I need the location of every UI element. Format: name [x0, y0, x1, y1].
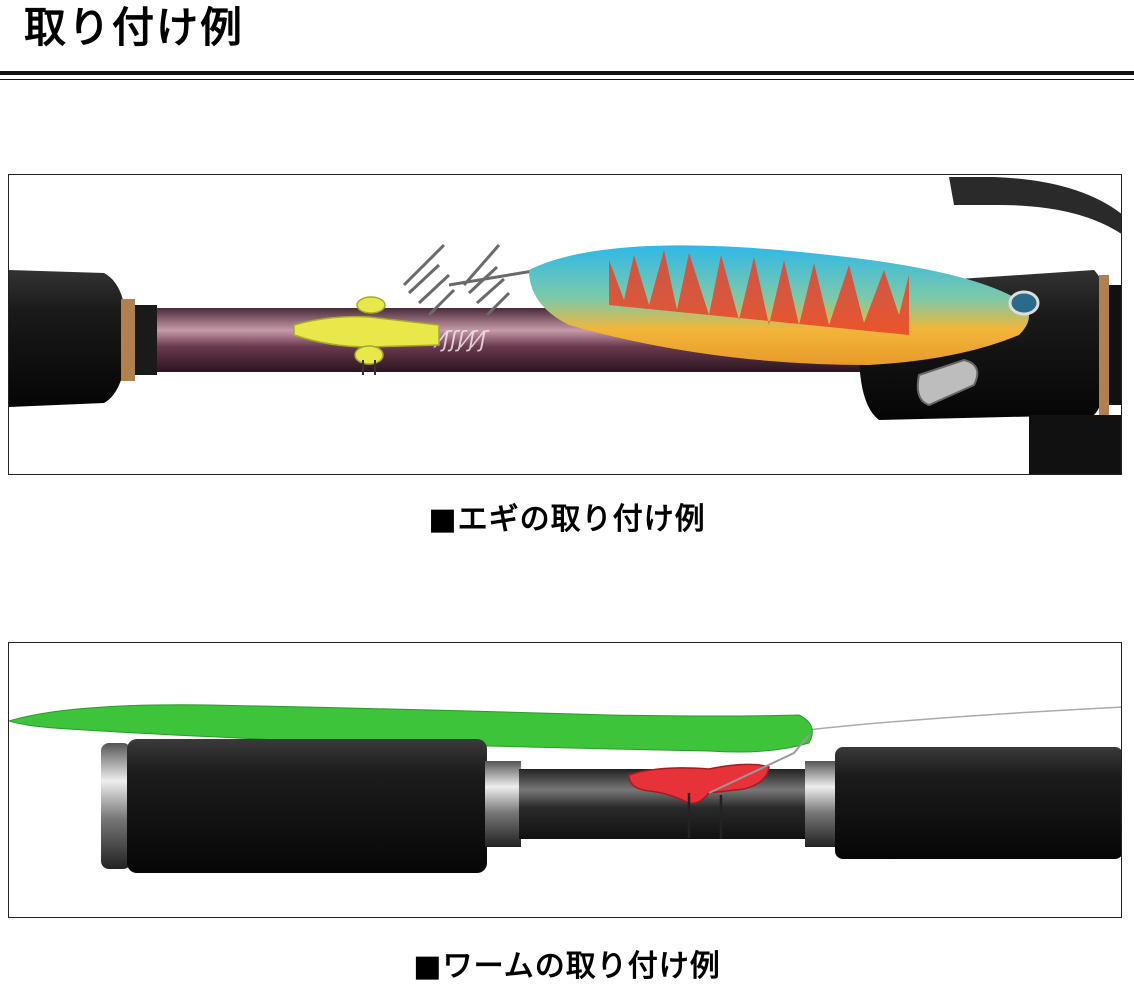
left-grip: [9, 270, 127, 407]
left-eva-grip: [127, 739, 487, 873]
fishing-line: [798, 706, 1121, 732]
caption-worm: ■ワームの取り付け例: [413, 949, 721, 984]
worm-mount-photo: [8, 642, 1122, 918]
right-eva-grip: [835, 747, 1121, 859]
egi-mount-photo: ⁄ʃʃʃ⁄ʃ⁄ʃ: [8, 174, 1122, 475]
jig-hooks: [402, 243, 540, 317]
worm-mount-illustration: [9, 704, 1121, 873]
left-chrome-cap: [101, 743, 131, 869]
green-worm: [9, 704, 813, 753]
title-rule-thick: [0, 71, 1134, 75]
left-grip-ring: [121, 299, 135, 381]
yellow-hook-keeper: [293, 296, 440, 365]
blank-logo: ⁄ʃʃʃ⁄ʃ⁄ʃ: [433, 328, 490, 353]
egi-eye: [1008, 290, 1040, 316]
page-title: 取り付け例: [24, 3, 245, 52]
red-hook-keeper: [628, 763, 770, 805]
reel-arm: [949, 177, 1121, 234]
egi-sinker: [916, 358, 979, 407]
egi-red-pattern: [609, 250, 909, 335]
caption-egi: ■エギの取り付け例: [428, 502, 706, 537]
egi-mount-illustration: ⁄ʃʃʃ⁄ʃ⁄ʃ: [9, 177, 1121, 474]
title-rule-thin: [0, 79, 1134, 80]
